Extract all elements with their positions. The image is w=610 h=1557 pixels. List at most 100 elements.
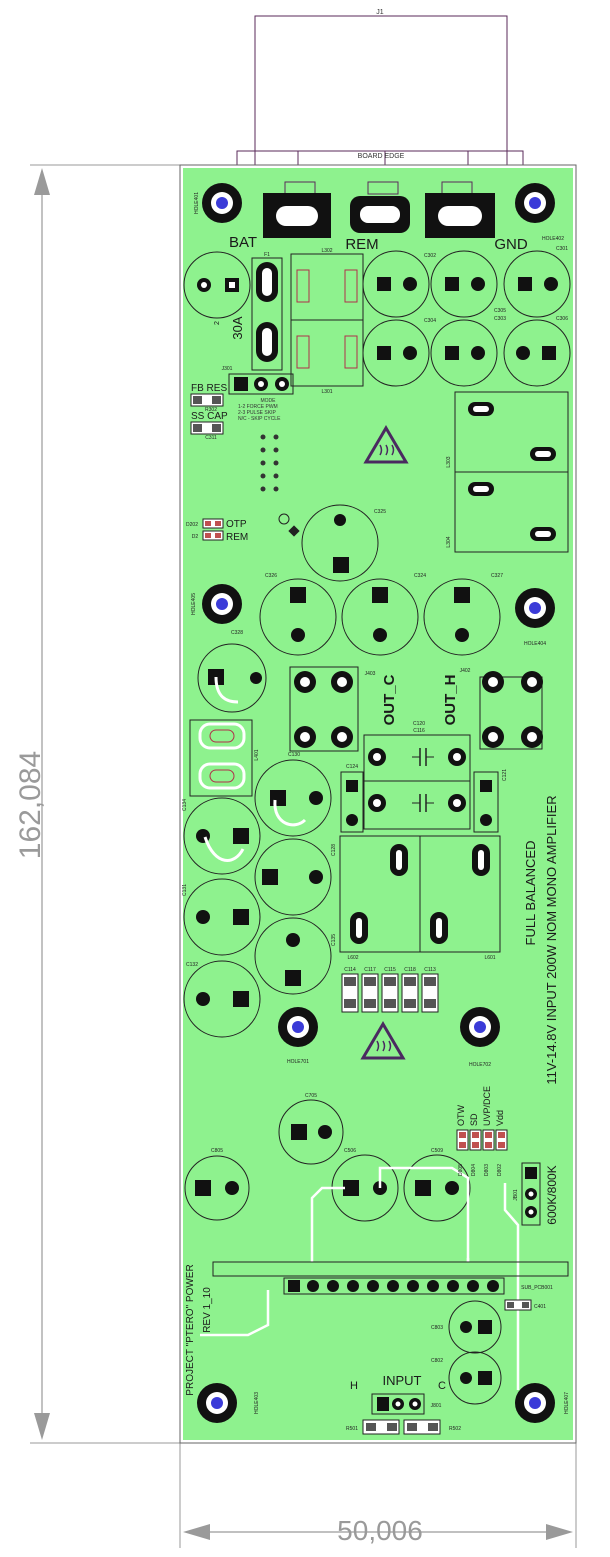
ref-hole405: HOLE405 <box>191 593 197 615</box>
ref-c130: C130 <box>288 752 300 758</box>
mounting-hole <box>197 1383 237 1423</box>
ref-l602: L602 <box>347 955 358 961</box>
mode-legend-line: N/C - SKIP CYCLE <box>238 416 281 422</box>
smd-capacitor-row <box>341 973 439 1013</box>
rem-led-label: REM <box>226 532 248 543</box>
mounting-hole <box>278 1007 318 1047</box>
ref-c128: C128 <box>331 844 337 856</box>
hot-surface-warning-icon <box>360 1021 406 1060</box>
left-capacitor-pads <box>196 790 323 1007</box>
width-dimension-label: 50,006 <box>337 1515 423 1546</box>
mode-legend-line: MODE <box>261 398 277 404</box>
capacitor <box>183 251 251 319</box>
board-edge-label: BOARD EDGE <box>358 153 405 160</box>
capacitor-c803 <box>448 1300 502 1354</box>
hot-surface-warning-icon <box>363 425 409 464</box>
ref-c325: C325 <box>374 509 386 515</box>
mode-legend: MODE 1-2 FORCE PWM 2-3 PULSE SKIP N/C - … <box>238 398 281 422</box>
mounting-hole <box>515 183 555 223</box>
capacitor-c401 <box>504 1299 532 1311</box>
input-label: INPUT <box>383 1373 422 1388</box>
ref-c803: C803 <box>431 1325 443 1331</box>
gnd-label: GND <box>494 236 528 253</box>
ref-c805: C805 <box>211 1148 223 1154</box>
fb-res-resistor <box>190 393 224 407</box>
ref-j402: J402 <box>460 668 471 674</box>
ref-c509: C509 <box>431 1148 443 1154</box>
ref-d805: D805 <box>458 1164 464 1176</box>
output-capacitors <box>259 504 501 656</box>
fuse-pin-label: 2 <box>214 321 221 325</box>
dimension-lines <box>30 164 577 1548</box>
inductor-l304 <box>454 471 569 553</box>
gain-jumper-label: 600K/800K <box>545 1165 559 1224</box>
ref-c114: C114 <box>344 967 356 973</box>
ref-c326: C326 <box>265 573 277 579</box>
out-h-label: OUT_H <box>442 675 459 726</box>
ref-l304: L304 <box>446 536 452 547</box>
board-title-vertical: 11V-14.8V INPUT 200W NOM MONO AMPLIFIER <box>544 795 559 1084</box>
mounting-hole <box>202 183 242 223</box>
ref-c117: C117 <box>364 967 376 973</box>
ref-d803: D803 <box>484 1164 490 1176</box>
fuse-ref: F1 <box>264 252 270 258</box>
output-connector-j403 <box>289 666 359 752</box>
power-terminals <box>263 181 495 238</box>
capacitor-c802 <box>448 1351 502 1405</box>
height-dimension-label: 162,084 <box>14 751 47 859</box>
ref-l401: L401 <box>254 749 260 760</box>
ref-c116: C116 <box>413 728 425 734</box>
ref-r501: R501 <box>346 1426 358 1432</box>
otp-label: OTP <box>226 519 247 530</box>
ref-c302: C302 <box>424 253 436 259</box>
ref-c802: C802 <box>431 1358 443 1364</box>
mounting-hole <box>460 1007 500 1047</box>
led-otp <box>202 518 224 529</box>
capacitor-c124 <box>340 771 364 833</box>
ref-j403: J403 <box>365 671 376 677</box>
connector-j1-label: J1 <box>376 9 384 16</box>
ref-l303: L303 <box>446 456 452 467</box>
project-name-vertical: PROJECT "PTERO" POWER <box>185 1264 196 1395</box>
fuse-rating: 30A <box>230 316 245 339</box>
ref-c118: C118 <box>404 967 416 973</box>
mode-legend-line: 2-3 PULSE SKIP <box>238 410 276 416</box>
fuse-f1 <box>251 257 283 371</box>
mounting-hole <box>515 588 555 628</box>
left-capacitor-column <box>183 759 332 1038</box>
ref-jb01: JB01 <box>513 1189 519 1201</box>
ref-c120: C120 <box>413 721 425 727</box>
inductor-l303 <box>454 391 569 473</box>
ref-hole702: HOLE702 <box>469 1062 491 1068</box>
ref-c311: C311 <box>205 435 217 441</box>
output-capacitor-pads <box>290 514 470 642</box>
ref-c301: C301 <box>556 246 568 252</box>
ref-hole401: HOLE401 <box>194 192 200 214</box>
sub-pcb-header <box>212 1261 569 1295</box>
status-label-otw: OTW <box>456 1105 466 1126</box>
ref-j801: J801 <box>431 1403 442 1409</box>
ref-j301: J301 <box>222 366 233 372</box>
status-label-sd: SD <box>469 1113 479 1126</box>
ref-c305: C305 <box>494 308 506 314</box>
bat-label: BAT <box>229 234 257 251</box>
ref-c324: C324 <box>414 573 426 579</box>
revision-vertical: REV 1_10 <box>202 1287 213 1333</box>
ref-c328: C328 <box>231 630 243 636</box>
status-label-vdd: Vdd <box>495 1110 505 1126</box>
ref-l302: L302 <box>321 248 332 254</box>
mounting-hole <box>202 584 242 624</box>
ref-c401: C401 <box>534 1304 546 1310</box>
ref-hole701: HOLE701 <box>287 1059 309 1065</box>
mode-legend-line: 1-2 FORCE PWM <box>238 404 278 410</box>
ref-c506: C506 <box>344 1148 356 1154</box>
fb-res-label: FB RES <box>191 383 227 394</box>
ref-c303: C303 <box>494 316 506 322</box>
gain-jumper-jb01 <box>521 1162 541 1226</box>
output-connector-j402 <box>479 671 543 750</box>
ref-c135: C135 <box>331 934 337 946</box>
ref-d2: D2 <box>192 534 199 540</box>
ref-d202: D202 <box>186 522 198 528</box>
ref-c132: C132 <box>186 962 198 968</box>
